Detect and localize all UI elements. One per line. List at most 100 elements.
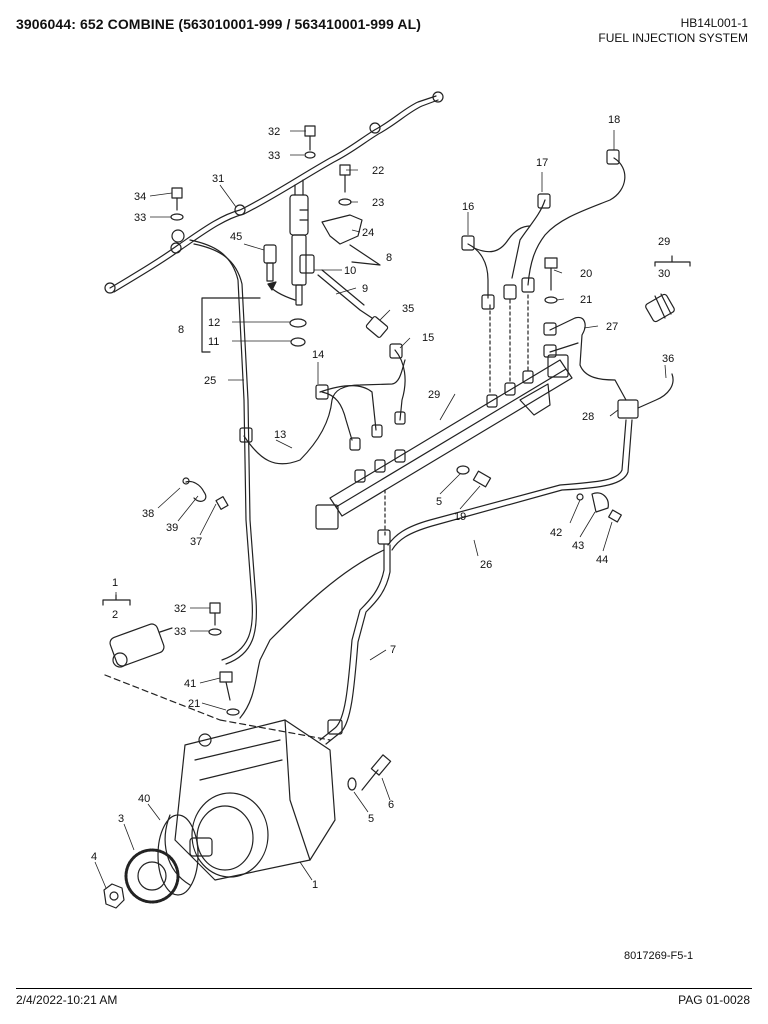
callout-24: 24 bbox=[362, 227, 374, 239]
high-pressure-pump bbox=[164, 719, 336, 886]
callout-33: 33 bbox=[134, 212, 146, 224]
callout-8: 8 bbox=[178, 324, 184, 336]
line-fitting bbox=[389, 343, 403, 359]
callout-27: 27 bbox=[606, 321, 618, 333]
callout-15: 15 bbox=[422, 332, 434, 344]
header-right: HB14L001-1 FUEL INJECTION SYSTEM bbox=[598, 16, 748, 46]
injection-line bbox=[527, 157, 626, 286]
doc-code: HB14L001-1 bbox=[680, 16, 748, 30]
guide-line bbox=[104, 674, 331, 741]
drive-gear bbox=[124, 848, 180, 904]
callout-44: 44 bbox=[596, 554, 608, 566]
injection-line bbox=[321, 391, 353, 441]
injection-line bbox=[243, 359, 406, 465]
line-fitting bbox=[543, 344, 557, 358]
banjo-fitting bbox=[369, 122, 381, 134]
common-rail bbox=[315, 354, 573, 530]
callout-32: 32 bbox=[174, 603, 186, 615]
seal-ring bbox=[290, 337, 306, 347]
callout-18: 18 bbox=[608, 114, 620, 126]
injection-line bbox=[394, 349, 406, 421]
metering-unit bbox=[109, 623, 173, 668]
footer-timestamp: 2/4/2022-10:21 AM bbox=[16, 993, 118, 1007]
line-fitting bbox=[503, 284, 517, 300]
leak-off-line-inner bbox=[193, 243, 258, 665]
line-fitting bbox=[371, 424, 383, 438]
line-fitting bbox=[521, 277, 535, 293]
bracket bbox=[654, 255, 691, 267]
callout-9: 9 bbox=[362, 283, 368, 295]
callout-43: 43 bbox=[572, 540, 584, 552]
line-fitting bbox=[239, 427, 253, 443]
callout-10: 10 bbox=[344, 265, 356, 277]
line-fitting bbox=[394, 411, 406, 425]
nut bbox=[182, 477, 190, 485]
banjo-fitting bbox=[104, 282, 116, 294]
callout-38: 38 bbox=[142, 508, 154, 520]
line-fitting bbox=[327, 719, 343, 735]
clip bbox=[591, 492, 609, 513]
callout-17: 17 bbox=[536, 157, 548, 169]
line-fitting bbox=[377, 529, 391, 545]
o-ring bbox=[157, 814, 199, 896]
rail-fitting bbox=[522, 370, 534, 384]
callout-4: 4 bbox=[91, 851, 97, 863]
callout-13: 13 bbox=[274, 429, 286, 441]
fitting-nut bbox=[365, 316, 389, 338]
bolt bbox=[370, 754, 392, 776]
callout-23: 23 bbox=[372, 197, 384, 209]
callout-39: 39 bbox=[166, 522, 178, 534]
return-line bbox=[549, 342, 579, 353]
footer-divider bbox=[16, 988, 752, 989]
callout-36: 36 bbox=[662, 353, 674, 365]
callout-8: 8 bbox=[386, 252, 392, 264]
washer bbox=[456, 465, 470, 475]
pressure-connector bbox=[317, 269, 373, 319]
section-title: FUEL INJECTION SYSTEM bbox=[598, 31, 748, 45]
callout-33: 33 bbox=[174, 626, 186, 638]
line-fitting bbox=[461, 235, 475, 251]
rail-fitting bbox=[374, 459, 386, 473]
injector-clamp bbox=[321, 214, 363, 245]
callout-2: 2 bbox=[112, 609, 118, 621]
callout-14: 14 bbox=[312, 349, 324, 361]
bolt bbox=[171, 187, 183, 199]
callout-21: 21 bbox=[188, 698, 200, 710]
callout-34: 34 bbox=[134, 191, 146, 203]
tee-connector bbox=[617, 373, 674, 419]
injection-line bbox=[467, 243, 489, 299]
washer bbox=[338, 198, 352, 206]
bracket bbox=[102, 594, 131, 606]
callout-21: 21 bbox=[580, 294, 592, 306]
fuel-supply-line bbox=[239, 549, 385, 719]
return-line bbox=[391, 419, 633, 551]
bracket bbox=[349, 244, 381, 266]
pressure-relief-valve bbox=[645, 293, 675, 323]
line-fitting bbox=[606, 149, 620, 165]
fuel-supply-line bbox=[319, 544, 385, 741]
callout-42: 42 bbox=[550, 527, 562, 539]
callout-5: 5 bbox=[436, 496, 442, 508]
injection-line bbox=[319, 385, 377, 431]
banjo-fitting bbox=[432, 91, 444, 103]
injection-line bbox=[473, 225, 531, 253]
rail-fitting bbox=[504, 382, 516, 396]
callout-5: 5 bbox=[368, 813, 374, 825]
callout-40: 40 bbox=[138, 793, 150, 805]
callout-20: 20 bbox=[580, 268, 592, 280]
bolt bbox=[304, 125, 316, 137]
callout-37: 37 bbox=[190, 536, 202, 548]
callout-22: 22 bbox=[372, 165, 384, 177]
gear-nut bbox=[103, 883, 125, 909]
callout-30: 30 bbox=[658, 268, 670, 280]
rail-fitting bbox=[354, 469, 366, 483]
clip bbox=[185, 480, 207, 502]
line-fitting bbox=[537, 193, 551, 209]
leak-off-line bbox=[189, 239, 254, 661]
rail-fitting bbox=[394, 449, 406, 463]
callout-32: 32 bbox=[268, 126, 280, 138]
bolt bbox=[209, 602, 221, 614]
footer-page-number: PAG 01-0028 bbox=[678, 993, 750, 1007]
washer bbox=[347, 777, 357, 791]
